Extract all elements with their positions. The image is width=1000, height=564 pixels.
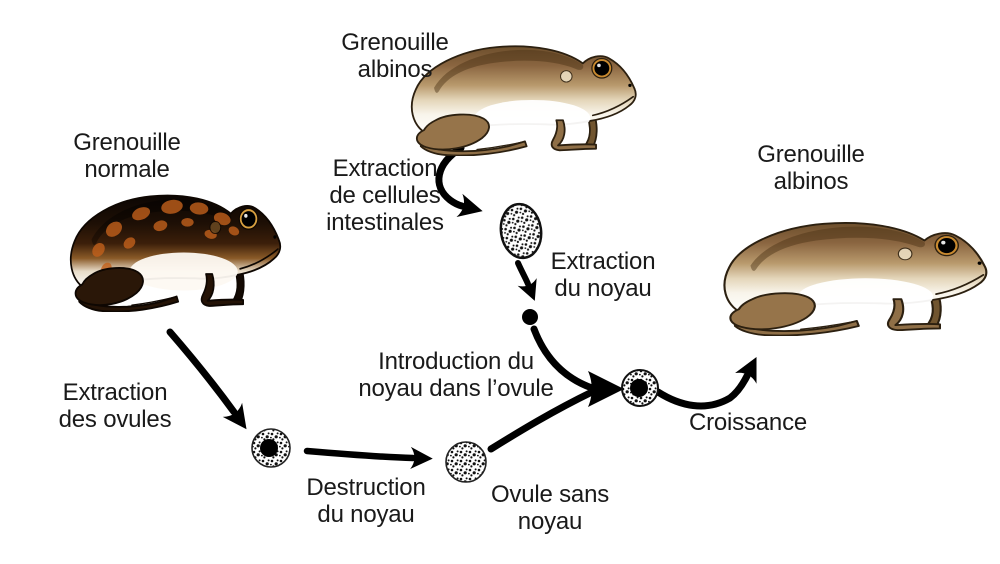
- frog-eye-glint: [597, 63, 601, 68]
- label-extraction-noyau: Extraction du noyau: [550, 248, 656, 302]
- nucleus-dot-icon: [522, 309, 538, 325]
- frog-belly: [474, 99, 591, 136]
- frog-front-arm: [200, 273, 244, 307]
- ovule-with-nucleus-icon: [251, 428, 291, 468]
- frog-front-arm: [886, 298, 941, 332]
- frog-drawing: [69, 194, 282, 312]
- frog-back-shade: [434, 49, 584, 93]
- frog-eye-icon: [594, 60, 610, 76]
- frog-thigh: [415, 113, 490, 151]
- frog-thigh: [74, 267, 144, 306]
- frog-mouth: [591, 95, 635, 117]
- label-ovule-sans-noyau: Ovule sans noyau: [490, 481, 610, 535]
- ovule-without-nucleus-icon: [445, 441, 487, 483]
- frog-nostril: [977, 261, 982, 265]
- frog-nostril: [628, 83, 632, 87]
- frog-nostril: [273, 235, 277, 239]
- albino-donor-frog-image: [396, 26, 644, 156]
- frog-drawing: [723, 222, 988, 336]
- label-extraction-cellules: Extraction de cellules intestinales: [326, 155, 444, 236]
- frog-eye-glint: [941, 240, 946, 245]
- label-introduction-noyau: Introduction du noyau dans l’ovule: [358, 348, 554, 402]
- frog-hind-foot: [733, 320, 860, 336]
- arrow-extraction-ovules: [166, 328, 247, 430]
- frog-drawing: [410, 45, 637, 156]
- label-grenouille-normale: Grenouille normale: [73, 129, 181, 183]
- arrow-destruction-noyau: [303, 446, 433, 470]
- frog-eye-icon: [938, 238, 956, 254]
- ovule-transplanted-nucleus-icon: [621, 369, 659, 407]
- frog-front-arm: [550, 119, 597, 152]
- arrow-introduction-noyau-bas: [487, 388, 596, 453]
- arrow-introduction-noyau-haut: [530, 325, 596, 392]
- frog-ear-spot-icon: [897, 247, 913, 261]
- normal-frog-image: [56, 174, 288, 312]
- label-destruction-noyau: Destruction du noyau: [306, 474, 426, 528]
- albino-clone-frog-image: [706, 202, 996, 336]
- label-grenouille-albinos-donor: Grenouille albinos: [341, 29, 449, 83]
- frog-ear-spot-icon: [560, 70, 573, 83]
- arrow-croissance: [654, 356, 757, 410]
- frog-eye-icon: [241, 211, 256, 227]
- frog-mouth: [239, 248, 279, 270]
- frog-toe-line: [476, 141, 523, 151]
- frog-belly: [797, 278, 934, 316]
- frog-toe-line: [131, 296, 175, 306]
- label-grenouille-albinos-clone: Grenouille albinos: [757, 141, 865, 195]
- arrow-extraction-cellules: [435, 144, 483, 217]
- frog-belly: [129, 252, 238, 291]
- frog-toe-line: [800, 321, 854, 330]
- frog-hind-foot: [419, 140, 528, 156]
- frog-thigh: [729, 292, 816, 331]
- arrow-extraction-noyau: [515, 260, 537, 301]
- intestinal-cell-icon: [499, 202, 543, 260]
- frog-eye-glint: [244, 213, 248, 218]
- frog-mouth: [935, 274, 985, 295]
- frog-back-shade: [750, 226, 925, 271]
- frog-hind-foot: [78, 295, 180, 312]
- convergence-arrowhead: [588, 371, 624, 407]
- frog-ear-spot-icon: [209, 220, 222, 235]
- label-croissance: Croissance: [688, 409, 808, 436]
- label-extraction-ovules: Extraction des ovules: [58, 379, 172, 433]
